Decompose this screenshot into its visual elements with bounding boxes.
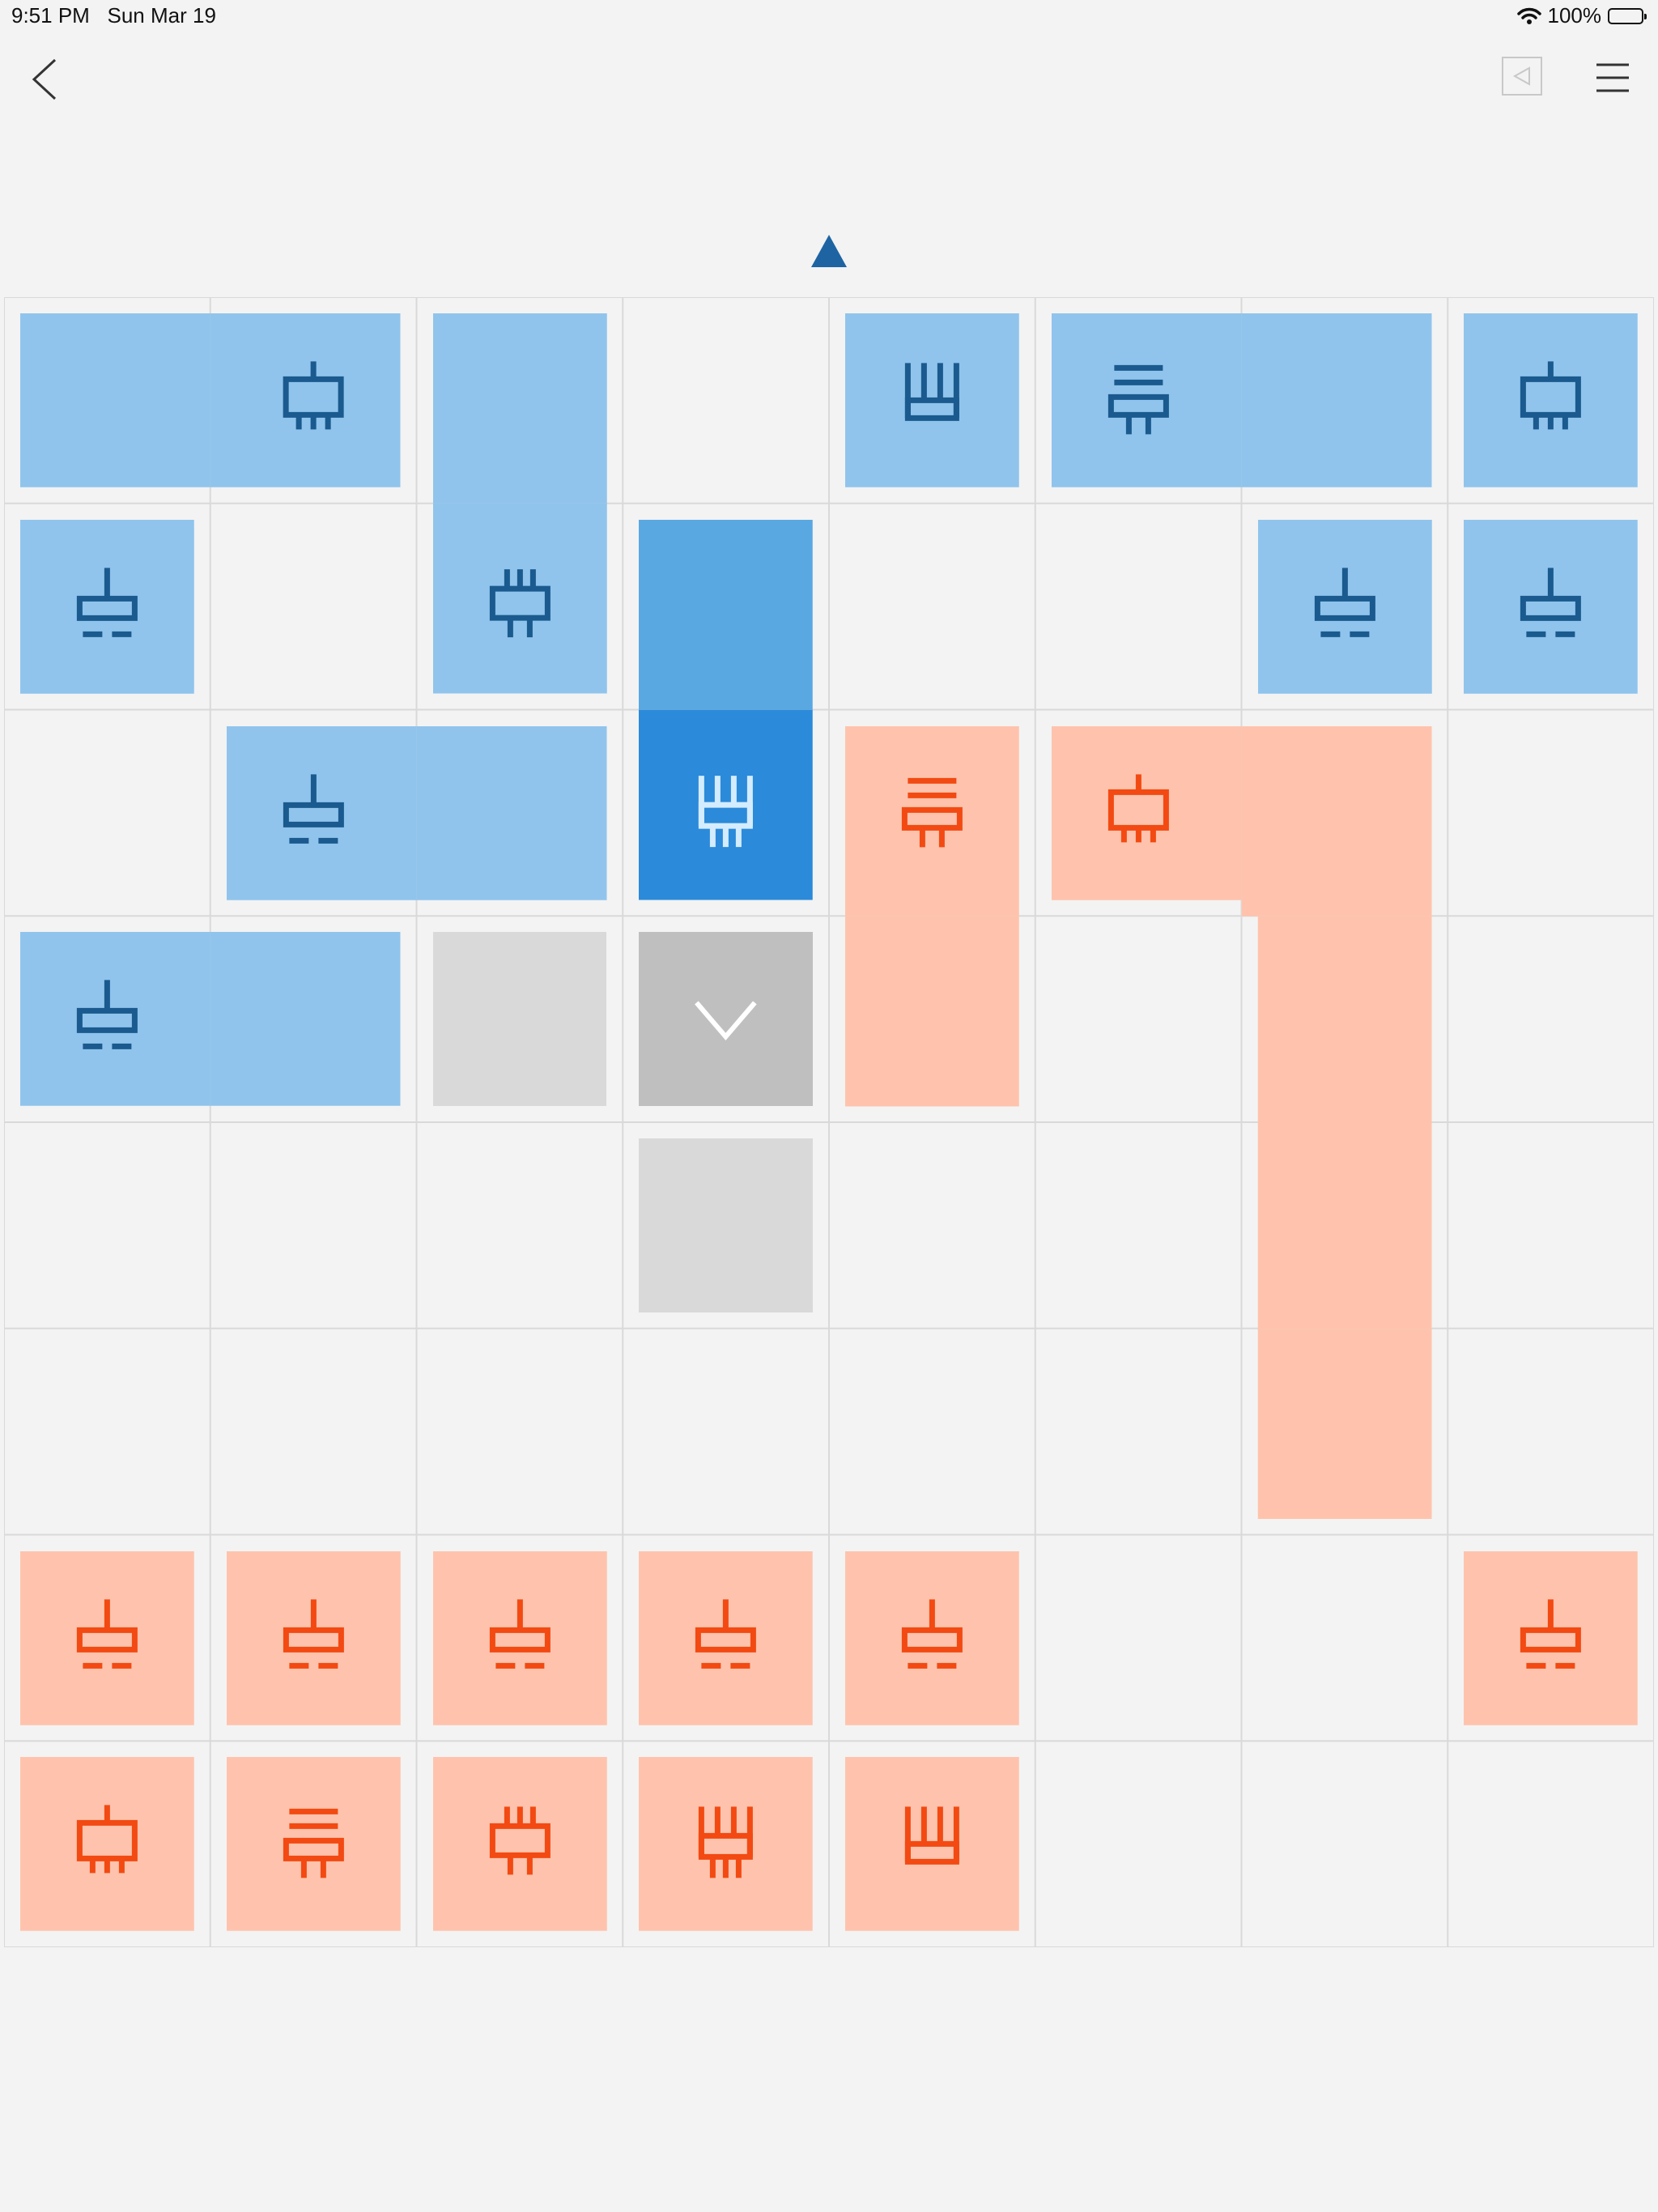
plug-icon: [76, 1805, 138, 1874]
chevron-left-icon[interactable]: [24, 55, 65, 104]
piece-orange[interactable]: [623, 1741, 829, 1947]
piece-blue[interactable]: [1035, 297, 1448, 504]
capacitor-icon: [1520, 1598, 1582, 1669]
triple-plug-icon: [489, 569, 551, 638]
triangle-up-icon: [811, 235, 847, 267]
capacitor-icon: [76, 980, 138, 1050]
piece-blue[interactable]: [829, 297, 1035, 504]
triangle-left-icon[interactable]: [1502, 57, 1542, 96]
piece-blue[interactable]: [4, 916, 417, 1122]
piece-orange[interactable]: [417, 1741, 623, 1947]
piece-blue[interactable]: [417, 297, 623, 710]
status-time: 9:51 PM: [11, 3, 90, 28]
chevron-down-icon: [695, 1001, 757, 1041]
move-target[interactable]: [432, 932, 607, 1106]
piece-blue[interactable]: [1448, 504, 1654, 710]
status-date: Sun Mar 19: [107, 3, 216, 28]
piece-orange[interactable]: [210, 1535, 417, 1742]
comb-plug-icon: [699, 775, 754, 847]
plug-icon: [1520, 361, 1582, 430]
comb-plug-icon: [699, 1806, 754, 1878]
hamburger-menu-icon[interactable]: [1595, 62, 1630, 94]
piece-blue[interactable]: [1242, 504, 1448, 710]
capacitor-icon: [283, 773, 344, 844]
piece-orange[interactable]: [1448, 1535, 1654, 1742]
capacitor-icon: [1314, 568, 1375, 637]
piece-blue[interactable]: [4, 504, 210, 710]
wifi-icon: [1516, 7, 1541, 24]
piece-selected[interactable]: [623, 504, 829, 917]
capacitor-icon: [76, 1598, 138, 1669]
piece-orange[interactable]: [829, 1741, 1035, 1947]
status-right: 100%: [1516, 3, 1647, 28]
game-board: [4, 297, 1654, 1947]
capacitor-icon: [901, 1598, 963, 1669]
capacitor-icon: [76, 568, 138, 637]
stack-plug-icon: [283, 1809, 344, 1878]
capacitor-icon: [283, 1598, 344, 1669]
piece-orange[interactable]: [417, 1535, 623, 1742]
piece-orange[interactable]: [210, 1741, 417, 1947]
comb-icon: [904, 363, 959, 421]
piece-blue[interactable]: [210, 710, 623, 917]
capacitor-icon: [489, 1598, 551, 1669]
move-target[interactable]: [639, 1138, 813, 1312]
status-time-date: 9:51 PM Sun Mar 19: [11, 3, 216, 28]
piece-orange[interactable]: [623, 1535, 829, 1742]
battery-icon: [1608, 7, 1647, 24]
stack-plug-icon: [901, 777, 963, 847]
status-bar: 9:51 PM Sun Mar 19 100%: [0, 0, 1658, 32]
comb-icon: [904, 1806, 959, 1865]
piece-blue[interactable]: [4, 297, 417, 504]
plug-icon: [1107, 773, 1169, 842]
triple-plug-icon: [489, 1806, 551, 1875]
piece-blue[interactable]: [1448, 297, 1654, 504]
piece-orange[interactable]: [4, 1741, 210, 1947]
plug-icon: [283, 361, 344, 430]
stack-plug-icon: [1107, 364, 1169, 435]
battery-percent: 100%: [1547, 3, 1602, 28]
piece-orange[interactable]: [1035, 710, 1448, 1535]
piece-orange[interactable]: [829, 1535, 1035, 1742]
piece-orange[interactable]: [4, 1535, 210, 1742]
piece-orange[interactable]: [829, 710, 1035, 1123]
capacitor-icon: [695, 1598, 757, 1669]
capacitor-icon: [1520, 568, 1582, 637]
move-target[interactable]: [639, 932, 813, 1106]
